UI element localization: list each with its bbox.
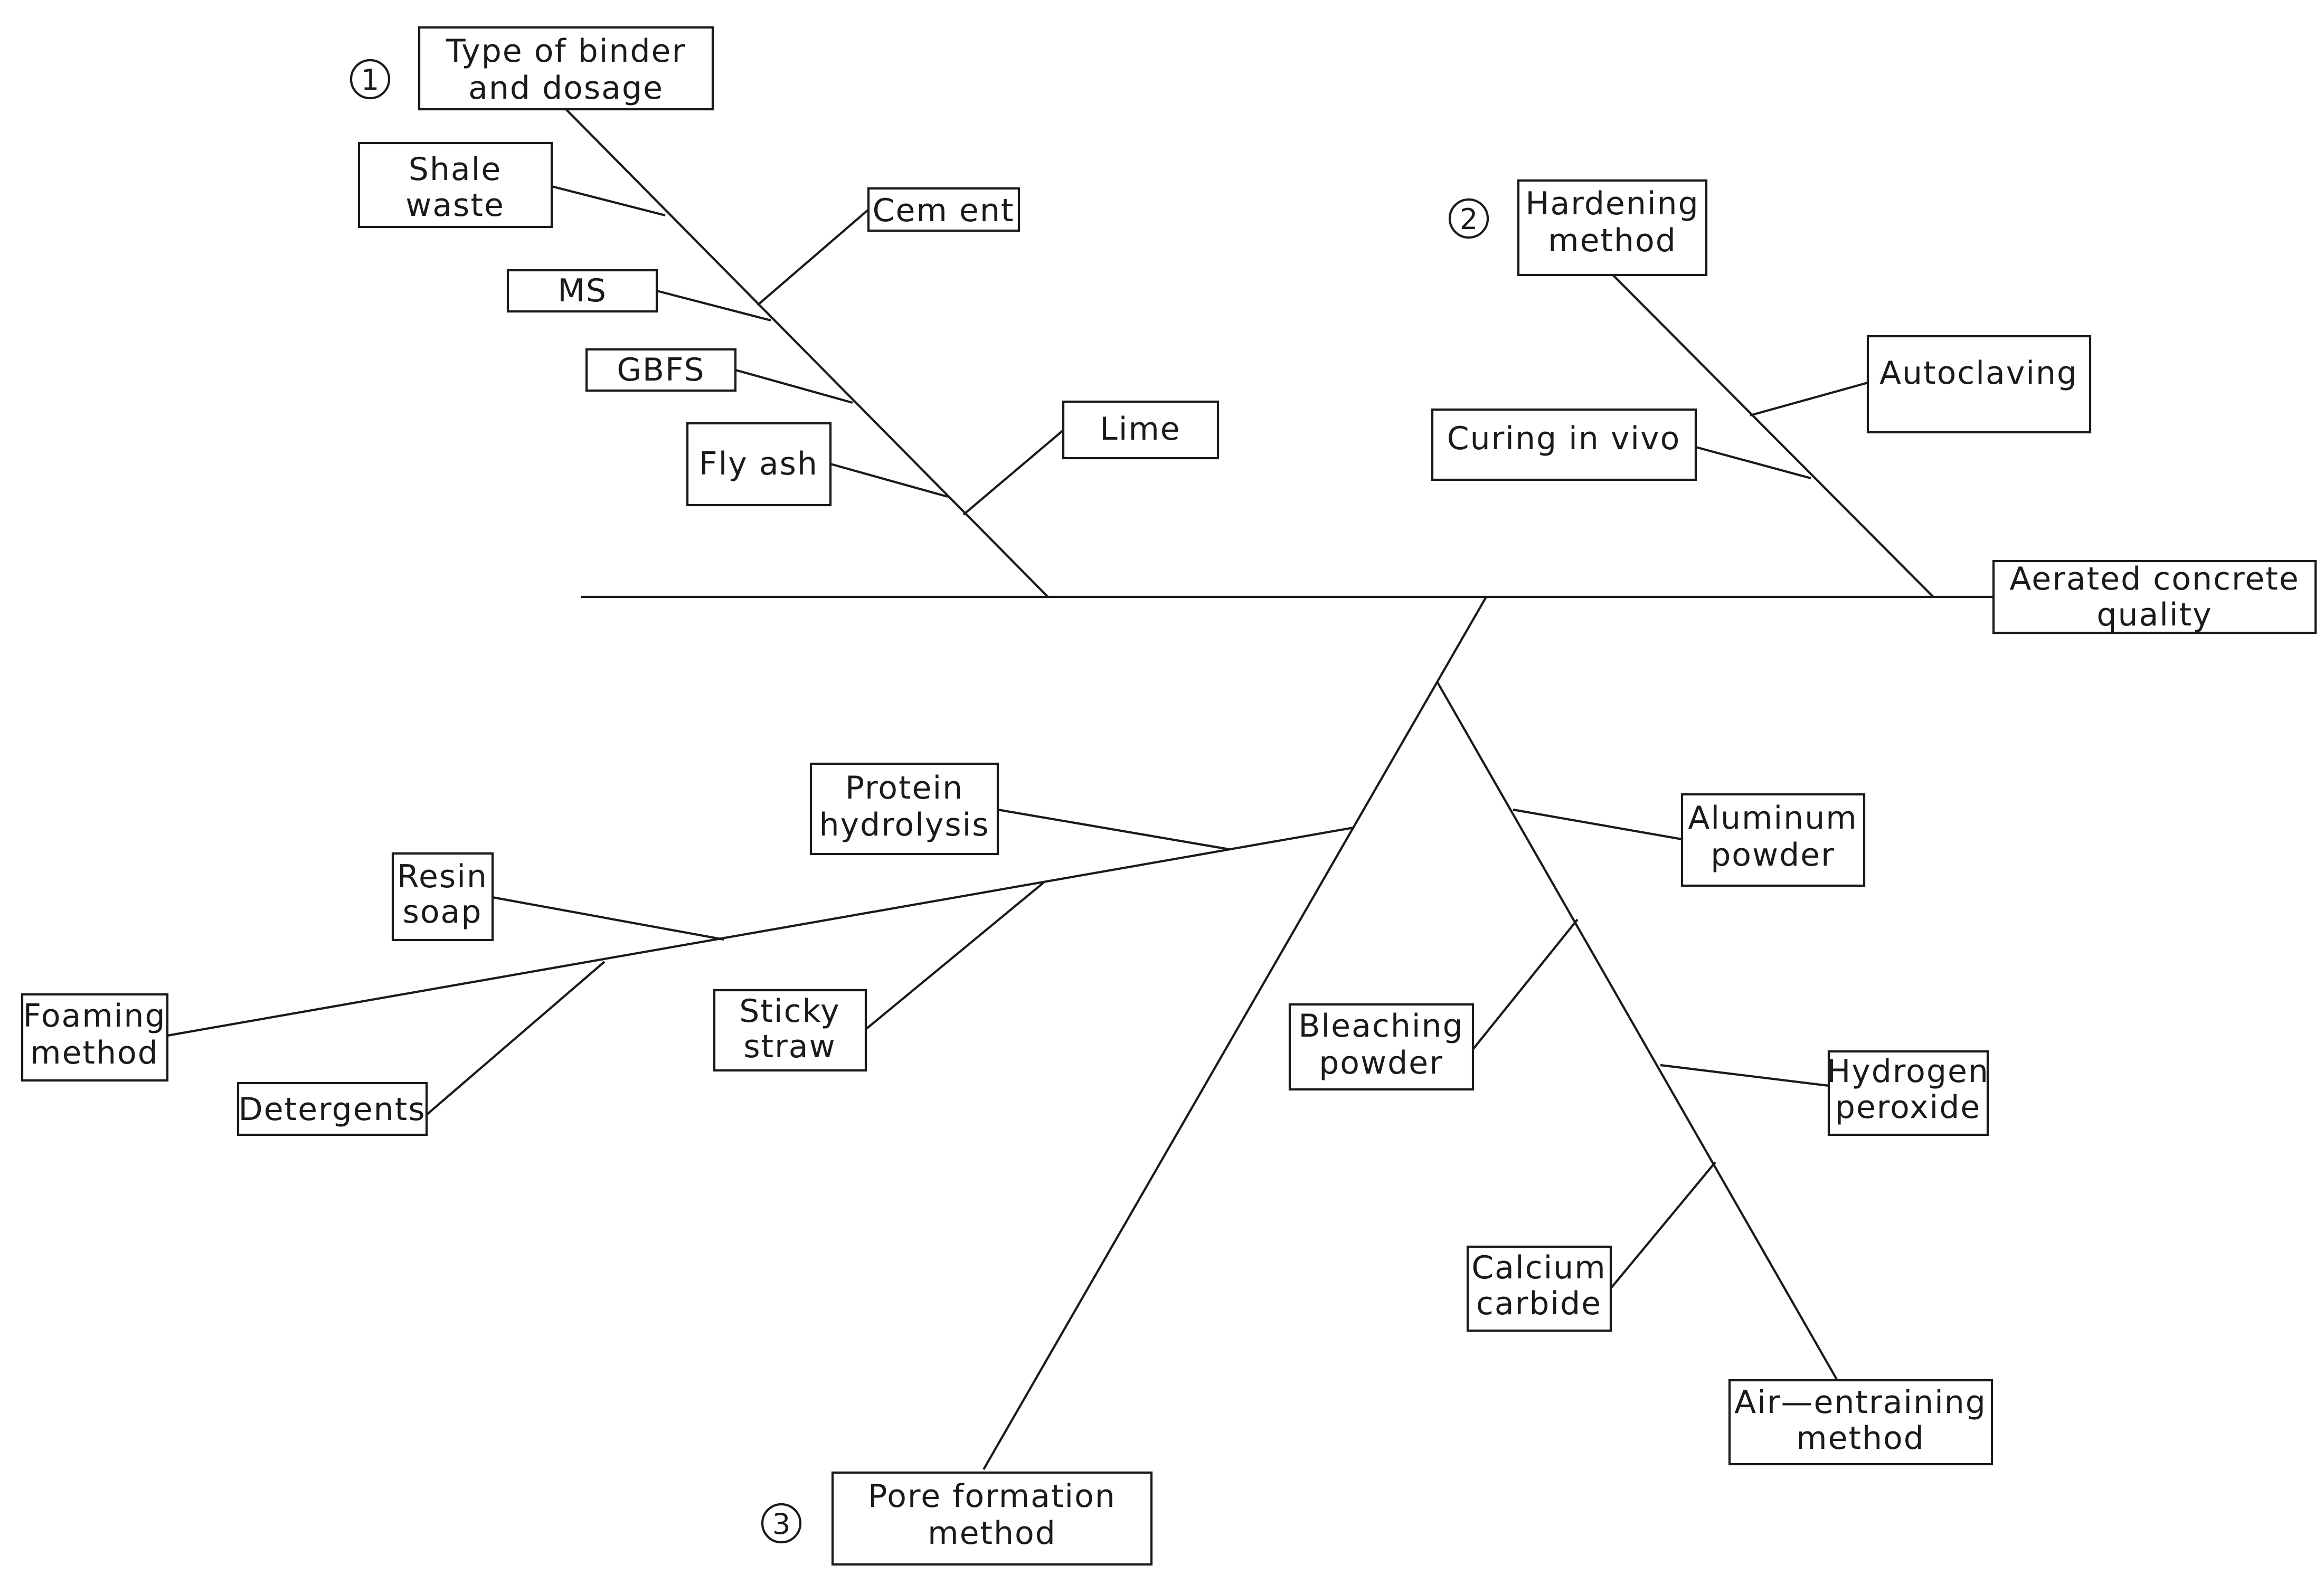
gbfs-connector: [735, 368, 853, 404]
shale-waste-line1: Shale: [409, 151, 502, 188]
calcium-line1: Calcium: [1471, 1249, 1606, 1286]
pore-title-line1: Pore formation: [868, 1478, 1116, 1515]
curing-label: Curing in vivo: [1447, 420, 1681, 457]
protein-connector: [997, 808, 1230, 851]
category-3-number: 3: [772, 1507, 790, 1541]
air-entraining-title-box: Air—entraining method: [1728, 1379, 1994, 1466]
foaming-title-box: Foaming method: [21, 993, 169, 1082]
fly-ash-connector: [830, 462, 948, 498]
binder-title-line1: Type of binder: [446, 33, 686, 70]
foaming-bone: [167, 826, 1354, 1037]
gbfs-label: GBFS: [617, 352, 705, 388]
lime-box: Lime: [1062, 400, 1220, 460]
hardening-title-line1: Hardening: [1525, 185, 1699, 222]
foaming-title-line1: Foaming: [23, 998, 166, 1035]
detergents-box: Detergents: [237, 1081, 428, 1136]
pore-title-box: Pore formation method: [831, 1471, 1153, 1566]
shale-waste-box: Shale waste: [357, 141, 553, 229]
calcium-connector: [1610, 1161, 1716, 1289]
resin-line1: Resin: [397, 858, 488, 895]
air-entraining-bone: [1437, 681, 1838, 1381]
lime-connector: [962, 429, 1064, 516]
autoclaving-box: Autoclaving: [1866, 335, 2092, 434]
bleaching-box: Bleaching powder: [1288, 1003, 1475, 1091]
air-entraining-title-line1: Air—entraining: [1734, 1384, 1987, 1421]
calcium-line2: carbide: [1476, 1285, 1602, 1322]
calcium-box: Calcium carbide: [1466, 1245, 1612, 1332]
binder-bone: [565, 108, 1049, 598]
bleaching-line1: Bleaching: [1298, 1008, 1463, 1045]
aluminum-box: Aluminum powder: [1680, 793, 1866, 887]
ms-box: MS: [506, 269, 658, 313]
hydrogen-line2: peroxide: [1835, 1089, 1981, 1126]
cement-box: Cem ent: [867, 187, 1021, 232]
hydrogen-line1: Hydrogen: [1827, 1053, 1989, 1090]
pore-bone: [982, 596, 1487, 1470]
sticky-line1: Sticky: [739, 993, 840, 1030]
lime-label: Lime: [1100, 411, 1180, 448]
resin-line2: soap: [403, 894, 483, 931]
ms-label: MS: [558, 272, 607, 309]
protein-line1: Protein: [845, 770, 963, 807]
pore-title-line2: method: [928, 1515, 1056, 1552]
resin-connector: [492, 896, 724, 941]
hardening-title-box: Hardening method: [1517, 179, 1708, 277]
detergents-connector: [426, 961, 606, 1116]
cement-label: Cem ent: [873, 192, 1015, 229]
category-2-number: 2: [1460, 203, 1478, 236]
hardening-title-line2: method: [1548, 222, 1677, 259]
bleaching-connector: [1472, 918, 1579, 1050]
ms-connector: [656, 289, 771, 322]
hydrogen-box: Hydrogen peroxide: [1827, 1050, 1989, 1136]
binder-title-line2: and dosage: [468, 70, 664, 107]
curing-connector: [1695, 445, 1811, 480]
sticky-line2: straw: [743, 1028, 836, 1065]
autoclaving-label: Autoclaving: [1879, 355, 2078, 392]
curing-box: Curing in vivo: [1431, 408, 1697, 481]
cement-connector: [757, 208, 870, 306]
bleaching-line2: powder: [1319, 1045, 1443, 1081]
fly-ash-label: Fly ash: [699, 445, 818, 482]
protein-line2: hydrolysis: [819, 807, 989, 843]
aluminum-connector: [1513, 808, 1683, 841]
autoclaving-connector: [1750, 381, 1868, 417]
aluminum-line2: powder: [1711, 837, 1835, 874]
gbfs-box: GBFS: [585, 348, 737, 392]
effect-label-line1: Aerated concrete: [2009, 561, 2299, 597]
effect-label-line2: quality: [2096, 596, 2212, 633]
binder-title-box: Type of binder and dosage: [418, 26, 714, 111]
shale-waste-line2: waste: [405, 187, 505, 224]
effect-box: Aerated concrete quality: [1992, 559, 2317, 634]
category-1-marker: [349, 59, 391, 100]
protein-box: Protein hydrolysis: [809, 762, 999, 856]
hydrogen-connector: [1660, 1064, 1829, 1087]
detergents-label: Detergents: [239, 1091, 426, 1128]
sticky-connector: [865, 881, 1045, 1030]
category-3-marker: [761, 1503, 802, 1544]
aluminum-line1: Aluminum: [1688, 800, 1857, 837]
sticky-box: Sticky straw: [713, 989, 867, 1072]
fly-ash-box: Fly ash: [686, 422, 832, 507]
category-2-marker: [1448, 198, 1489, 239]
hardening-bone: [1612, 274, 1934, 598]
shale-waste-connector: [551, 185, 666, 217]
category-1-number: 1: [361, 63, 379, 97]
air-entraining-title-line2: method: [1796, 1420, 1925, 1457]
foaming-title-line2: method: [30, 1035, 159, 1071]
resin-box: Resin soap: [391, 852, 494, 942]
